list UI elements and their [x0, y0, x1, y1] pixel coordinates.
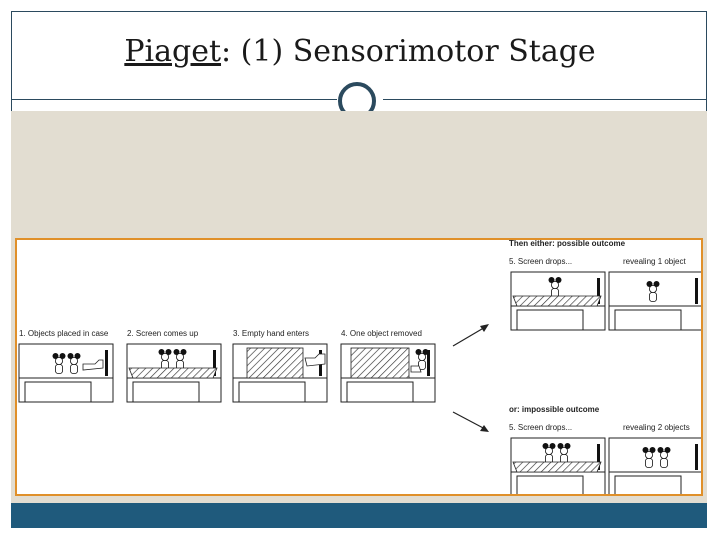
possible-reveal-label: revealing 1 object — [623, 257, 686, 266]
arrow-to-possible — [452, 324, 489, 347]
step-1-label: 1. Objects placed in case — [19, 329, 109, 338]
panel-1 — [18, 343, 114, 403]
piaget-link[interactable]: Piaget — [124, 34, 222, 69]
title-rest: : (1) Sensorimotor Stage — [221, 34, 596, 69]
impossible-panel-5b — [608, 437, 704, 497]
panel-2 — [126, 343, 222, 403]
title-divider-left — [11, 99, 337, 100]
step-2-label: 2. Screen comes up — [127, 329, 199, 338]
possible-step5-label: 5. Screen drops... — [509, 257, 572, 266]
step-3-label: 3. Empty hand enters — [233, 329, 309, 338]
panel-4 — [340, 343, 436, 403]
impossible-panel-5a — [510, 437, 606, 497]
slide-title: Piaget: (1) Sensorimotor Stage — [0, 34, 720, 69]
title-divider-right — [383, 99, 707, 100]
step-4-label: 4. One object removed — [341, 329, 422, 338]
impossible-reveal-label: revealing 2 objects — [623, 423, 690, 432]
experiment-illustration: 1. Objects placed in case 2. Screen come… — [18, 239, 704, 497]
possible-outcome-heading: Then either: possible outcome — [509, 240, 626, 248]
possible-panel-5b — [608, 271, 704, 331]
possible-panel-5a — [510, 271, 606, 331]
impossible-outcome-heading: or: impossible outcome — [509, 405, 600, 414]
experiment-figure: 1. Objects placed in case 2. Screen come… — [15, 238, 704, 497]
panel-3 — [232, 343, 328, 403]
arrow-to-impossible — [452, 411, 489, 432]
footer-bar — [11, 503, 707, 528]
impossible-step5-label: 5. Screen drops... — [509, 423, 572, 432]
